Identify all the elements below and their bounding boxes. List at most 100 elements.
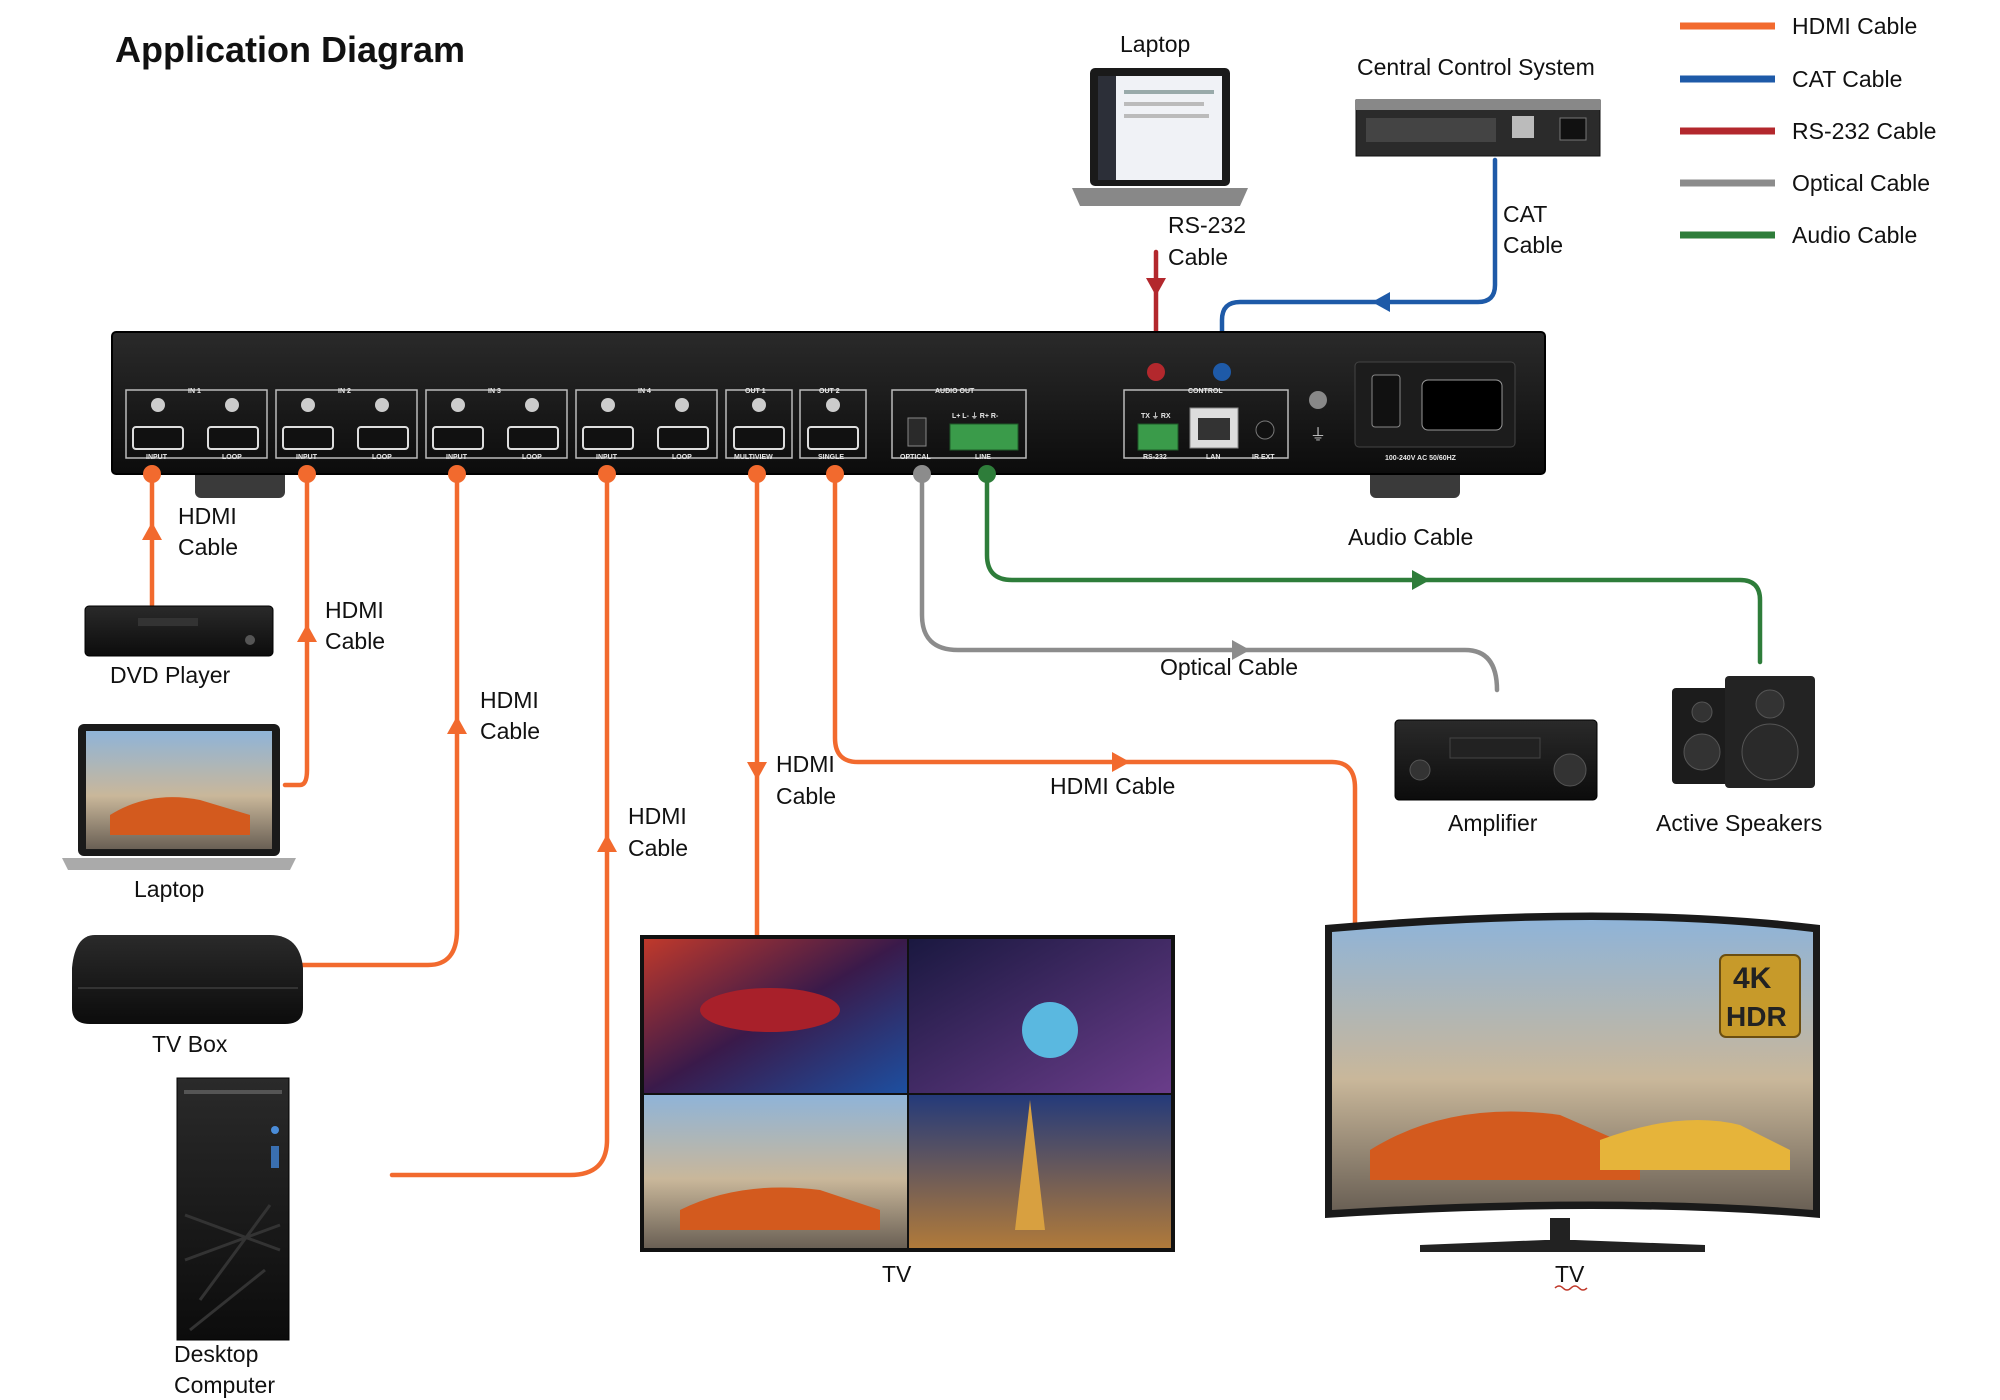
hdmi-in3-arrow	[447, 716, 467, 734]
in1-label: IN 1	[188, 388, 201, 395]
hdmi-port-in2-loop[interactable]	[357, 426, 409, 450]
audio-cable	[984, 473, 1763, 665]
hdmi-out2-label: HDMI Cable	[1050, 773, 1175, 799]
page-title: Application Diagram	[115, 29, 465, 70]
desktop-label-1: Desktop	[174, 1341, 258, 1367]
out2-screw-icon	[826, 398, 840, 412]
input-group-4: IN 4 INPUT LOOP	[575, 388, 718, 461]
hdmi-port-in4-loop[interactable]	[657, 426, 709, 450]
power-rating-label: 100-240V AC 50/60HZ	[1385, 455, 1457, 462]
out1-label: OUT 1	[745, 388, 766, 395]
power-switch[interactable]	[1371, 374, 1401, 428]
hdmi-port-in2-input[interactable]	[282, 426, 334, 450]
in4-lock-screw-icon	[601, 398, 615, 412]
hdmi-cable-in2	[282, 473, 310, 788]
cat-label-2: Cable	[1503, 232, 1563, 258]
in4-label: IN 4	[638, 388, 651, 395]
hdmi1-label-2: Cable	[178, 534, 238, 560]
power-group: 100-240V AC 50/60HZ	[1354, 361, 1516, 462]
line-port-label: LINE	[975, 454, 991, 461]
audio-out-label: AUDIO OUT	[935, 388, 975, 395]
optical-port-label: OPTICAL	[900, 454, 931, 461]
active-speakers-device: Active Speakers	[1656, 676, 1822, 836]
hdmi-out2-arrow	[1112, 752, 1130, 772]
dvd-player-label: DVD Player	[110, 662, 230, 688]
central-control-lan-port	[1512, 116, 1534, 138]
input-group-3: IN 3 INPUT LOOP	[425, 388, 568, 461]
hdmi-port-out2[interactable]	[807, 426, 859, 450]
ground-screw-icon	[1309, 391, 1327, 409]
hdmi2-label-1: HDMI	[325, 597, 384, 623]
hdmi-port-in1-input[interactable]	[132, 426, 184, 450]
legend-label-hdmi: HDMI Cable	[1792, 13, 1917, 39]
legend: HDMI Cable CAT Cable RS-232 Cable Optica…	[1680, 13, 1936, 248]
input-group-1: IN 1 INPUT LOOP	[125, 388, 268, 461]
in1-input-label: INPUT	[146, 454, 168, 461]
legend-label-audio: Audio Cable	[1792, 222, 1917, 248]
input-group-2: IN 2 INPUT LOOP	[275, 388, 418, 461]
laptop-top-device: Laptop	[1072, 31, 1248, 206]
hdmi-in1-arrow	[142, 522, 162, 540]
in2-loop-screw-icon	[375, 398, 389, 412]
output-group-2: OUT 2 SINGLE	[799, 388, 867, 461]
hdmi-out1-arrow	[747, 762, 767, 780]
out2-label: OUT 2	[819, 388, 840, 395]
out1-connector-dot	[748, 465, 766, 483]
laptop-left-label: Laptop	[134, 876, 204, 902]
active-speakers-label: Active Speakers	[1656, 810, 1822, 836]
in1-loop-screw-icon	[225, 398, 239, 412]
cat-arrow	[1372, 292, 1390, 312]
spell-underline	[1554, 1285, 1588, 1291]
in3-loop-screw-icon	[525, 398, 539, 412]
tv-box-device: TV Box	[72, 935, 303, 1057]
tv-multiview-device: TV	[640, 935, 1175, 1287]
in3-lock-screw-icon	[451, 398, 465, 412]
tv-4k-device: 4K HDR TV	[1325, 912, 1820, 1291]
in2-loop-label: LOOP	[372, 454, 392, 461]
out2-single-label: SINGLE	[818, 454, 844, 461]
in2-lock-screw-icon	[301, 398, 315, 412]
rs232-terminal[interactable]	[1137, 423, 1179, 451]
in2-label: IN 2	[338, 388, 351, 395]
lan-port-label: LAN	[1206, 454, 1220, 461]
out1-multiview-label: MULTIVIEW	[734, 454, 773, 461]
in3-connector-dot	[448, 465, 466, 483]
in4-input-label: INPUT	[596, 454, 618, 461]
out2-connector-dot	[826, 465, 844, 483]
in1-loop-label: LOOP	[222, 454, 242, 461]
audio-out-group: AUDIO OUT L+ L- ⏚ R+ R- OPTICAL LINE	[891, 388, 1027, 461]
control-label: CONTROL	[1188, 388, 1223, 395]
hdmi-port-in3-input[interactable]	[432, 426, 484, 450]
hdmi-port-out1[interactable]	[733, 426, 785, 450]
hdmi-port-in1-loop[interactable]	[207, 426, 259, 450]
rs232-arrow	[1146, 278, 1166, 296]
optical-cable	[919, 473, 1500, 693]
optical-connector-dot	[913, 465, 931, 483]
laptop-top-label: Laptop	[1120, 31, 1190, 57]
in3-loop-label: LOOP	[522, 454, 542, 461]
cat-cable	[1219, 157, 1498, 375]
ir-ext-label: IR EXT	[1252, 454, 1275, 461]
legend-label-optical: Optical Cable	[1792, 170, 1930, 196]
ir-ext-jack[interactable]	[1255, 420, 1275, 440]
in2-connector-dot	[298, 465, 316, 483]
hdmi-port-in4-input[interactable]	[582, 426, 634, 450]
desktop-label-2: Computer	[174, 1372, 275, 1398]
in3-label: IN 3	[488, 388, 501, 395]
in4-connector-dot	[598, 465, 616, 483]
audio-label: Audio Cable	[1348, 524, 1473, 550]
hdmi-port-in3-loop[interactable]	[507, 426, 559, 450]
line-pins-label: L+ L- ⏚ R+ R-	[952, 412, 999, 420]
hdmi-in2-arrow	[297, 624, 317, 642]
laptop-left-device: Laptop	[62, 724, 296, 902]
hdmi-cable-in4	[389, 473, 610, 1178]
line-out-terminal[interactable]	[949, 423, 1019, 451]
badge-hdr: HDR	[1726, 1001, 1787, 1032]
in2-input-label: INPUT	[296, 454, 318, 461]
hdmi4-label-2: Cable	[628, 835, 688, 861]
4k-hdr-badge	[1719, 954, 1801, 1038]
out1-screw-icon	[752, 398, 766, 412]
optical-port[interactable]	[907, 417, 927, 447]
in1-lock-screw-icon	[151, 398, 165, 412]
